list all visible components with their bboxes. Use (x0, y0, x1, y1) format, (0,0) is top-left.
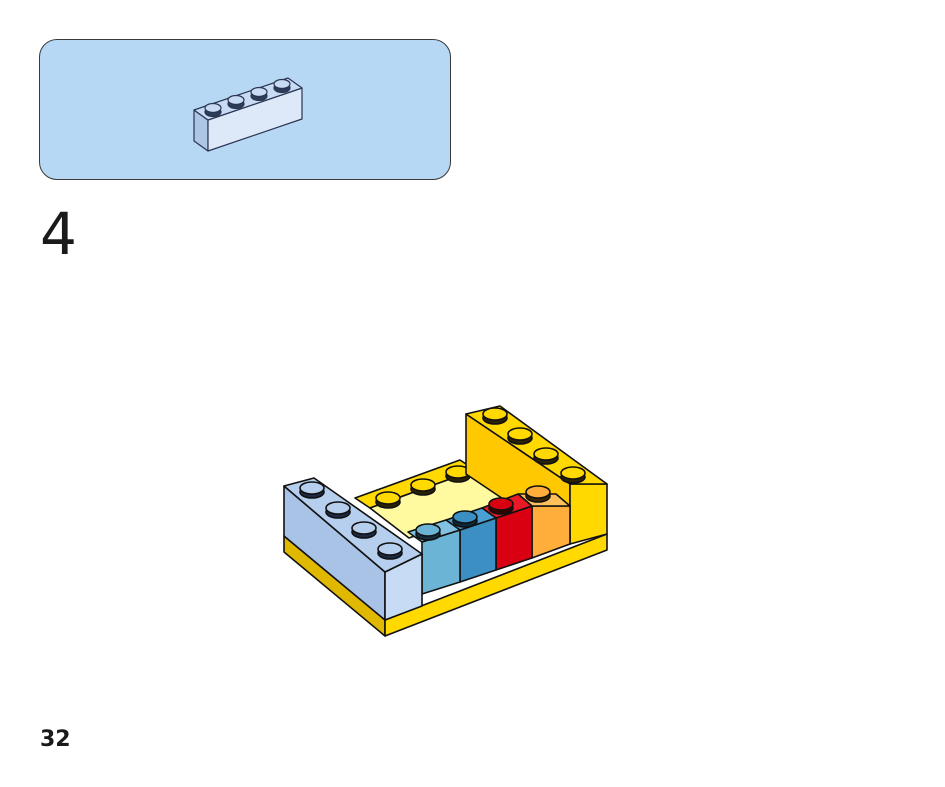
step-number: 4 (40, 200, 77, 268)
parts-needed-callout (39, 39, 451, 180)
page-number: 32 (40, 727, 71, 752)
model-assembly-step-4-icon (283, 405, 608, 637)
brick-1x4-light-blue-icon (193, 77, 303, 152)
